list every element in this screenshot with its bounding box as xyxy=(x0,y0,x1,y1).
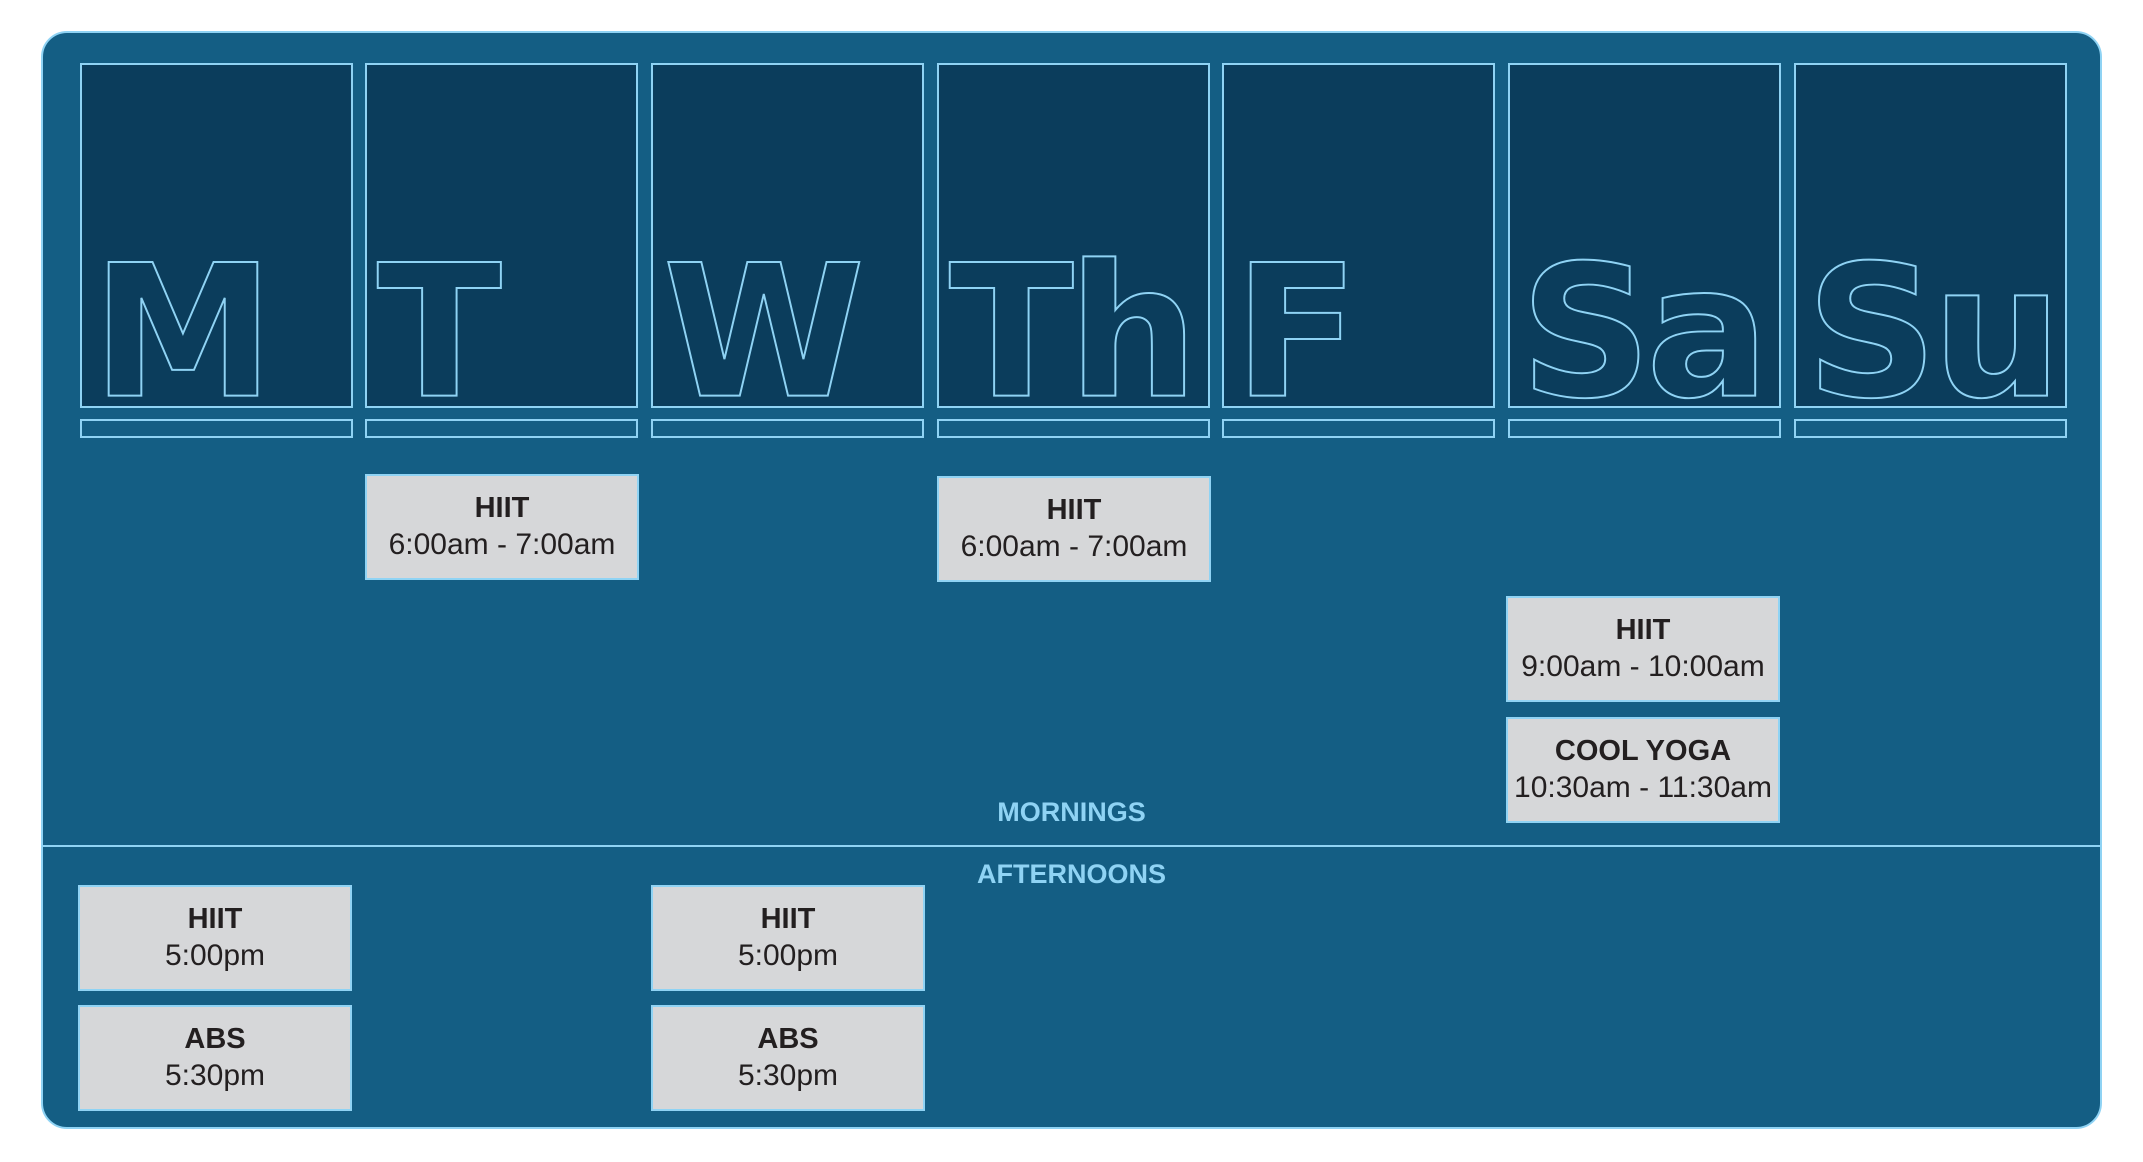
day-underline-bar xyxy=(1794,419,2067,438)
schedule-board: M T W Th F Sa Su HIIT 6:00am - 7:00am HI… xyxy=(41,31,2102,1129)
day-letter: F xyxy=(1234,227,1353,406)
class-time: 6:00am - 7:00am xyxy=(960,530,1188,563)
section-divider xyxy=(43,845,2100,847)
class-card-thursday-hiit[interactable]: HIIT 6:00am - 7:00am xyxy=(937,476,1211,582)
day-header-wednesday: W xyxy=(651,63,924,408)
class-time: 5:00pm xyxy=(737,939,839,972)
day-underline-bar xyxy=(651,419,924,438)
day-header-sunday: Su xyxy=(1794,63,2067,408)
day-underline-bar xyxy=(937,419,1210,438)
day-letter: M xyxy=(92,227,268,406)
day-header-tuesday: T xyxy=(365,63,638,408)
class-card-tuesday-hiit[interactable]: HIIT 6:00am - 7:00am xyxy=(365,474,639,580)
day-header-monday: M xyxy=(80,63,353,408)
class-time: 6:00am - 7:00am xyxy=(388,528,616,561)
class-time: 5:00pm xyxy=(164,939,266,972)
class-card-wednesday-hiit[interactable]: HIIT 5:00pm xyxy=(651,885,925,991)
class-card-monday-hiit[interactable]: HIIT 5:00pm xyxy=(78,885,352,991)
class-name: HIIT xyxy=(760,903,816,935)
day-letter: W xyxy=(663,227,860,406)
class-name: COOL YOGA xyxy=(1554,735,1732,767)
class-time: 5:30pm xyxy=(737,1059,839,1092)
class-time: 10:30am - 11:30am xyxy=(1514,771,1772,804)
day-header-thursday: Th xyxy=(937,63,1210,408)
day-letter: Th xyxy=(949,227,1193,406)
section-label-mornings: MORNINGS xyxy=(997,797,1146,827)
class-name: HIIT xyxy=(474,492,530,524)
day-header-saturday: Sa xyxy=(1508,63,1781,408)
class-name: HIIT xyxy=(1046,494,1102,526)
class-name: ABS xyxy=(184,1023,246,1055)
day-letter: Sa xyxy=(1520,227,1764,406)
class-card-saturday-hiit[interactable]: HIIT 9:00am - 10:00am xyxy=(1506,596,1780,702)
class-card-monday-abs[interactable]: ABS 5:30pm xyxy=(78,1005,352,1111)
class-name: HIIT xyxy=(187,903,243,935)
class-time: 9:00am - 10:00am xyxy=(1521,650,1765,683)
day-header-friday: F xyxy=(1222,63,1495,408)
class-name: ABS xyxy=(757,1023,819,1055)
day-underline-bar xyxy=(80,419,353,438)
day-underline-bar xyxy=(365,419,638,438)
section-label-afternoons: AFTERNOONS xyxy=(977,859,1166,889)
class-card-saturday-cool-yoga[interactable]: COOL YOGA 10:30am - 11:30am xyxy=(1506,717,1780,823)
class-time: 5:30pm xyxy=(164,1059,266,1092)
class-card-wednesday-abs[interactable]: ABS 5:30pm xyxy=(651,1005,925,1111)
class-name: HIIT xyxy=(1615,614,1671,646)
day-underline-bar xyxy=(1222,419,1495,438)
day-letter: T xyxy=(377,227,502,406)
day-underline-bar xyxy=(1508,419,1781,438)
day-letter: Su xyxy=(1806,227,2057,406)
